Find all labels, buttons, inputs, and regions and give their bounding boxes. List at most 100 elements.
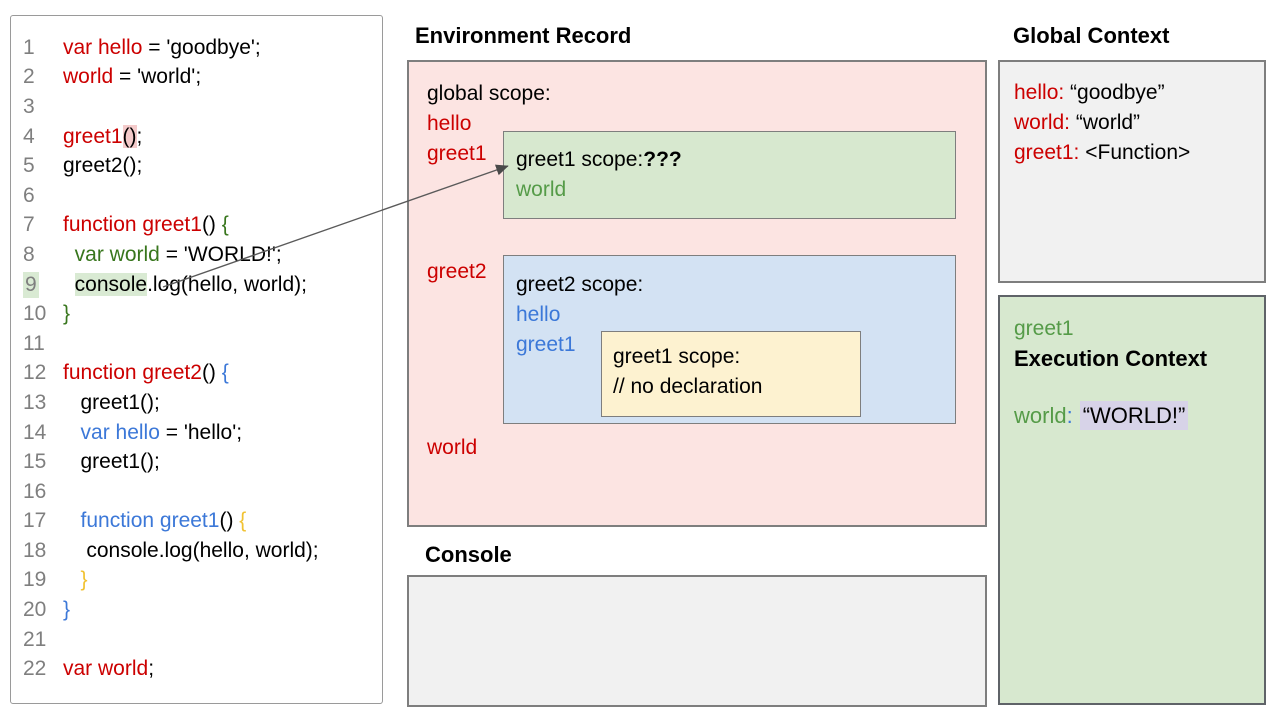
context-entry-value: <Function> [1079,141,1191,164]
code-line: 18 console.log(hello, world); [23,536,378,566]
greet1-scope-label: greet1 scope:??? [516,147,682,172]
code-line: 8 var world = 'WORLD!'; [23,240,378,270]
line-number: 7 [23,213,35,237]
line-number: 3 [23,94,35,118]
console-title: Console [425,542,512,567]
global-scope-label: global scope: [427,82,551,105]
code-text: } [80,568,88,592]
line-number: 6 [23,183,35,207]
global-context-box: hello: “goodbye”world: “world”greet1: <F… [998,60,1266,283]
code-line: 3 [23,92,378,122]
line-number: 5 [23,154,35,178]
code-line: 6 [23,181,378,211]
code-text: console.log(hello, world); [74,272,307,296]
global-context-entries: hello: “goodbye”world: “world”greet1: <F… [1014,78,1190,168]
code-line: 17 function greet1() { [23,507,378,537]
code-line: 15 greet1(); [23,447,378,477]
context-entry: hello: “goodbye” [1014,78,1190,108]
code-text: world = 'world'; [63,65,202,89]
code-panel: 1 var hello = 'goodbye'; 2 world = 'world';… [10,15,383,704]
line-number: 14 [23,420,47,444]
code-text: var world = 'WORLD!'; [74,242,282,266]
code-text: } [63,302,71,326]
code-line: 13 greet1(); [23,388,378,418]
code-text: function greet2() { [63,361,229,385]
code-line: 11 [23,329,378,359]
code-line: 5 greet2(); [23,151,378,181]
ec-value: “WORLD!” [1079,401,1189,430]
context-entry-value: “goodbye” [1064,81,1165,104]
line-number: 21 [23,627,47,651]
greet1-scope-label-text: greet1 scope: [516,148,644,171]
line-number: 4 [23,124,35,148]
code-line: 20} [23,595,378,625]
code-line: 1 var hello = 'goodbye'; [23,33,378,63]
no-declaration-comment: // no declaration [613,375,763,398]
var-greet2: greet2 [427,260,487,283]
var-greet1: greet1 [427,142,487,165]
code-line: 4 greet1(); [23,122,378,152]
code-line: 12 function greet2() { [23,359,378,389]
environment-record-box: global scope: hello greet1 greet1 scope:… [407,60,987,527]
line-number: 16 [23,479,47,503]
code-line: 14 var hello = 'hello'; [23,418,378,448]
code-line: 21 [23,625,378,655]
greet2-scope-var-greet1: greet1 [516,333,576,356]
line-number: 22 [23,657,47,681]
code-text: var world; [63,657,155,681]
line-number: 13 [23,390,47,414]
code-line: 7 function greet1() { [23,211,378,241]
line-number: 19 [23,568,47,592]
code-line: 16 [23,477,378,507]
line-number: 9 [23,271,39,298]
code-text: function greet1() { [63,213,229,237]
code-text: greet1(); [63,450,160,474]
line-number: 15 [23,450,47,474]
code-text: var hello = 'goodbye'; [63,35,261,59]
inner-greet1-scope-label: greet1 scope: [613,345,741,368]
line-number: 12 [23,361,47,385]
var-world: world [427,436,478,459]
code-text: greet1(); [63,124,143,148]
greet2-scope-label: greet2 scope: [516,273,644,296]
code-line: 22 var world; [23,654,378,684]
context-entry: world: “world” [1014,108,1190,138]
ec-var-name: world [1014,403,1067,428]
code-text: var hello = 'hello'; [80,420,243,444]
line-number: 2 [23,65,35,89]
greet1-scope-box: greet1 scope:??? world [503,131,956,219]
code-line: 10} [23,299,378,329]
execution-context-fn: greet1 [1014,317,1074,340]
line-number: 18 [23,538,47,562]
execution-context-world-entry: world:“WORLD!” [1014,401,1189,430]
line-number: 20 [23,598,47,622]
code-text: greet2(); [63,154,143,178]
execution-context-title: Execution Context [1014,346,1208,371]
code-text: } [63,598,71,622]
line-number: 8 [23,242,35,266]
ec-colon: : [1066,403,1073,428]
line-number: 17 [23,509,47,533]
greet1-scope-var-world: world [516,178,567,201]
context-entry-value: “world” [1070,111,1141,134]
code-lines: 1 var hello = 'goodbye'; 2 world = 'world';… [23,33,378,684]
context-entry-name: world: [1014,111,1071,134]
inner-greet1-scope-box: greet1 scope: // no declaration [601,331,861,417]
environment-record-title: Environment Record [415,23,632,48]
code-line: 19 } [23,566,378,596]
code-line: 2 world = 'world'; [23,63,378,93]
execution-context-box: greet1 Execution Context world:“WORLD!” [998,295,1266,705]
global-context-title: Global Context [1013,23,1170,48]
code-line: 9 console.log(hello, world); [23,270,378,300]
console-box [407,575,987,707]
code-text: function greet1() { [80,509,247,533]
greet1-scope-question: ??? [643,148,682,171]
code-text: console.log(hello, world); [63,538,319,562]
line-number: 10 [23,302,47,326]
context-entry: greet1: <Function> [1014,138,1190,168]
line-number: 1 [23,35,35,59]
context-entry-name: hello: [1014,81,1065,104]
greet2-scope-var-hello: hello [516,303,561,326]
line-number: 11 [23,331,45,355]
